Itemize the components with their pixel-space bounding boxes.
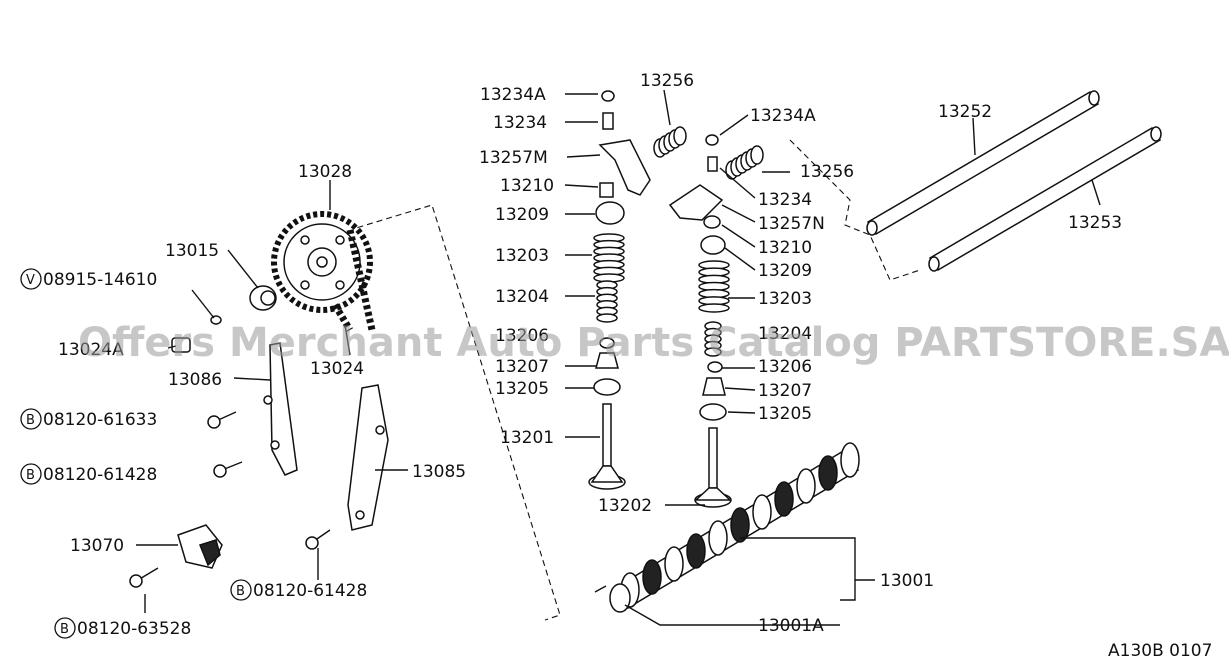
chain-guide-13086 [263, 342, 298, 476]
callout-13207-a[interactable]: 13207 [495, 357, 549, 377]
bolt-08120-63528 [129, 567, 159, 588]
fastener-number: 08120-63528 [77, 619, 191, 639]
callout-13209-b[interactable]: 13209 [758, 261, 812, 281]
badge-letter: B [26, 413, 35, 428]
callout-13210-a[interactable]: 13210 [500, 176, 554, 196]
callout-13024A[interactable]: 13024A [58, 340, 124, 360]
watermark: Offers Merchant Auto Parts Catalog PARTS… [78, 320, 1229, 366]
callout-13203-a[interactable]: 13203 [495, 246, 549, 266]
chain-guide-13085 [347, 384, 389, 531]
badge-letter: B [60, 622, 69, 637]
camshaft-13001 [594, 442, 860, 613]
callout-13257M[interactable]: 13257M [479, 148, 548, 168]
callout-13256-b[interactable]: 13256 [800, 162, 854, 182]
bolt-08120-61633 [207, 411, 237, 429]
fastener-callout-1[interactable]: V 08915-14610 [20, 268, 157, 290]
callout-13024[interactable]: 13024 [310, 359, 364, 379]
part-callouts: 13234A 13256 13234 13234A 13257M 13256 1… [58, 71, 1122, 636]
badge-circle [230, 579, 252, 601]
callout-13204-b[interactable]: 13204 [758, 324, 812, 344]
rocker-spring-13256-b [725, 145, 764, 180]
fastener-callout-2[interactable]: B 08120-61633 [20, 408, 157, 430]
callout-13070[interactable]: 13070 [70, 536, 124, 556]
callout-13206-a[interactable]: 13206 [495, 326, 549, 346]
callout-13210-b[interactable]: 13210 [758, 238, 812, 258]
rocker-spring-13256-a [653, 126, 687, 158]
callout-13028[interactable]: 13028 [298, 162, 352, 182]
callout-13205-b[interactable]: 13205 [758, 404, 812, 424]
leader-lines [136, 89, 1101, 626]
valve-column-exhaust [668, 134, 732, 508]
bolt-08120-61428-b [305, 529, 331, 550]
fastener-number: 08120-61633 [43, 410, 157, 430]
spacer-13015 [249, 285, 277, 311]
callout-13209-a[interactable]: 13209 [495, 205, 549, 225]
callout-13234-a[interactable]: 13234 [493, 113, 547, 133]
diagram-code: A130B 0107 [1108, 641, 1212, 661]
bolt-08120-61428-a [213, 461, 243, 478]
callout-13252[interactable]: 13252 [938, 102, 992, 122]
callout-13234A-b[interactable]: 13234A [750, 106, 816, 126]
callout-13253[interactable]: 13253 [1068, 213, 1122, 233]
callout-13205-a[interactable]: 13205 [495, 379, 549, 399]
badge-circle [20, 268, 42, 290]
rocker-shaft-13252 [866, 90, 1100, 236]
fastener-number: 08915-14610 [43, 270, 157, 290]
badge-letter: B [236, 584, 245, 599]
fastener-number: 08120-61428 [43, 465, 157, 485]
callout-13234-b[interactable]: 13234 [758, 190, 812, 210]
chain-tensioner-13070 [177, 524, 223, 569]
callout-13204-a[interactable]: 13204 [495, 287, 549, 307]
callout-13257N[interactable]: 13257N [758, 214, 825, 234]
badge-circle [20, 408, 42, 430]
chain-part-13024A [171, 337, 191, 353]
fastener-callout-4[interactable]: B 08120-61428 [230, 579, 367, 601]
callout-13201[interactable]: 13201 [500, 428, 554, 448]
callout-13085[interactable]: 13085 [412, 462, 466, 482]
badge-letter: V [26, 273, 35, 288]
callout-13001[interactable]: 13001 [880, 571, 934, 591]
callout-13086[interactable]: 13086 [168, 370, 222, 390]
callout-13207-b[interactable]: 13207 [758, 381, 812, 401]
timing-chain-13024 [331, 229, 376, 332]
fastener-number: 08120-61428 [253, 581, 367, 601]
callout-13015[interactable]: 13015 [165, 241, 219, 261]
callout-13206-b[interactable]: 13206 [758, 357, 812, 377]
cam-sprocket-13028 [271, 211, 373, 313]
callout-13234A-a[interactable]: 13234A [480, 85, 546, 105]
badge-circle [54, 617, 76, 639]
assembly-outline [299, 204, 561, 621]
callout-13001A[interactable]: 13001A [758, 616, 824, 636]
fastener-callout-3[interactable]: B 08120-61428 [20, 463, 157, 485]
callout-13203-b[interactable]: 13203 [758, 289, 812, 309]
fastener-callout-5[interactable]: B 08120-63528 [54, 617, 191, 639]
valve-column-intake [588, 90, 651, 490]
callout-13202[interactable]: 13202 [598, 496, 652, 516]
callout-13256-a[interactable]: 13256 [640, 71, 694, 91]
rocker-shaft-13253 [928, 126, 1162, 272]
badge-circle [20, 463, 42, 485]
badge-letter: B [26, 468, 35, 483]
assembly-outline-right [789, 139, 921, 281]
